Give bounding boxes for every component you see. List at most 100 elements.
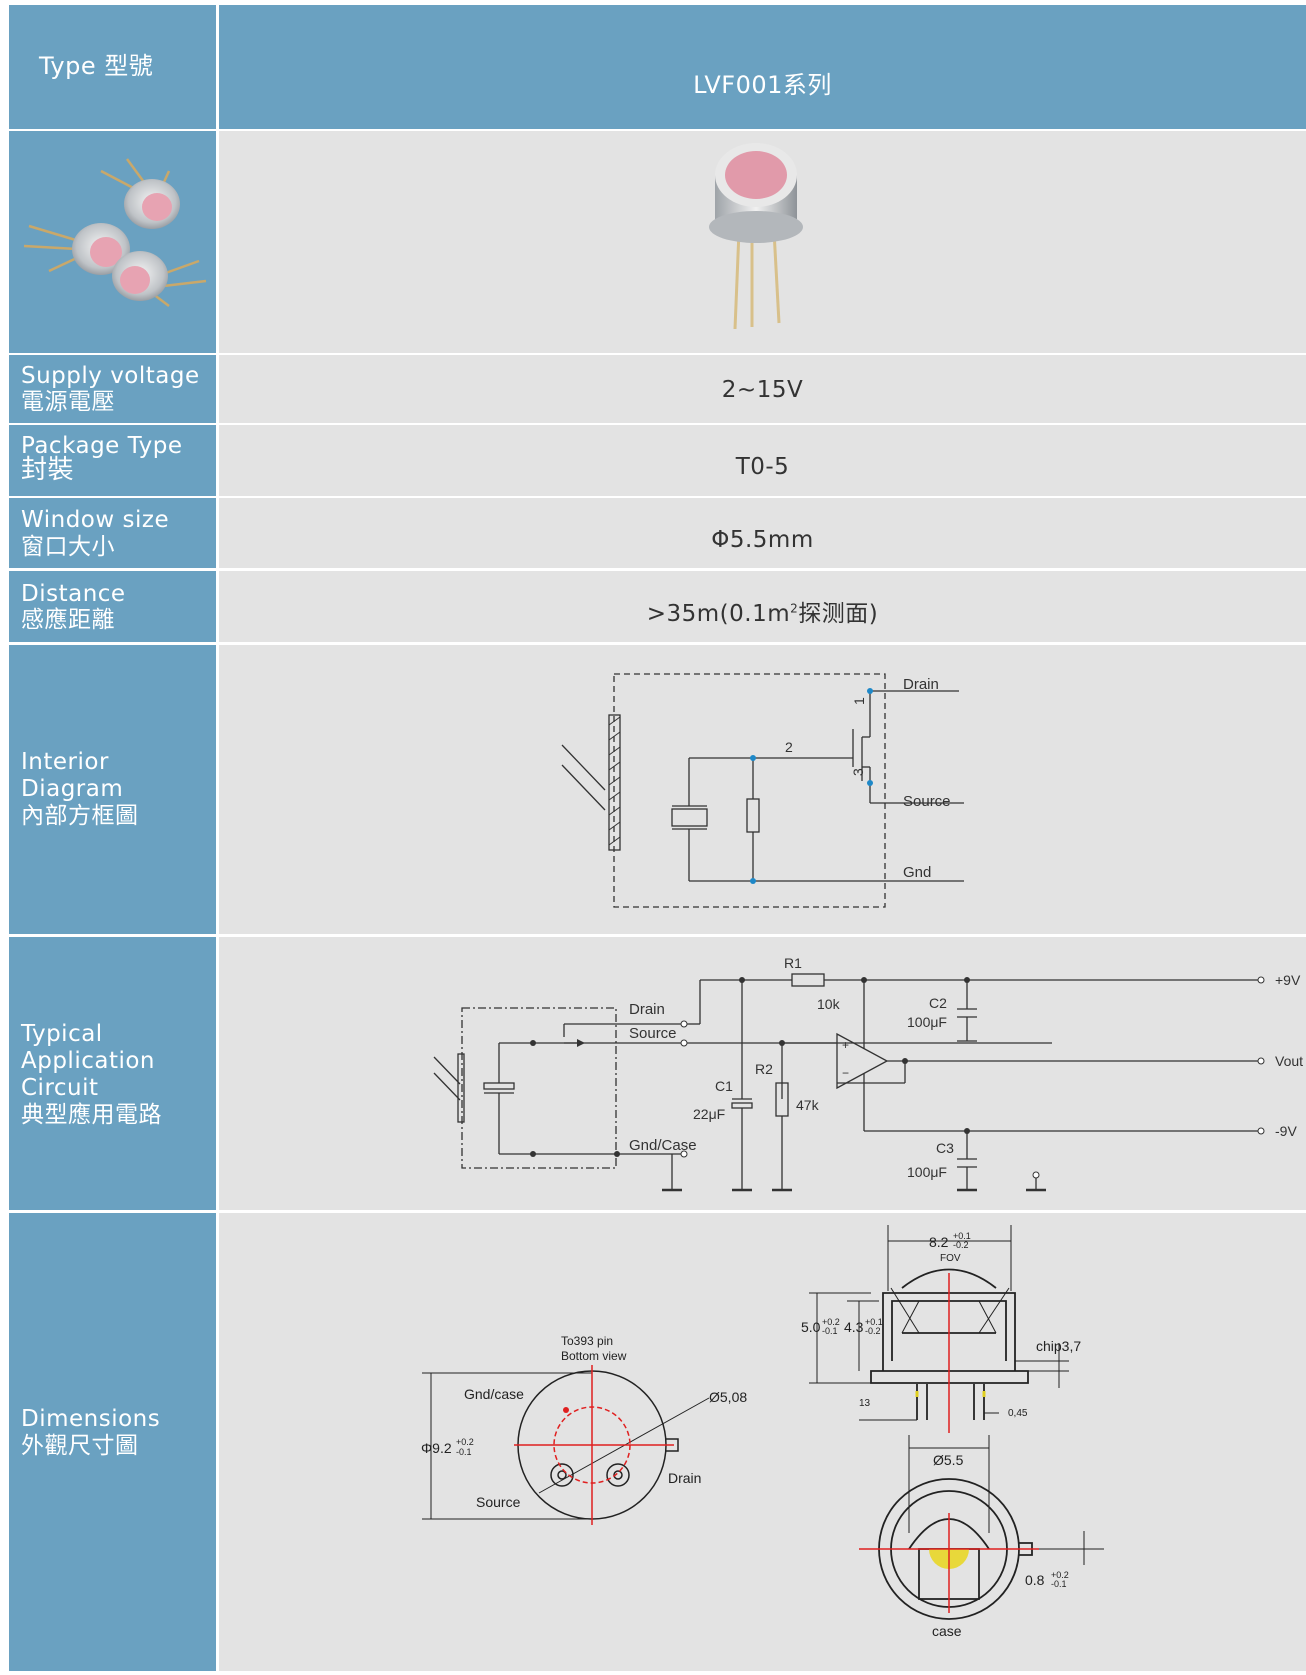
typical-label-en3: Circuit [21,1075,99,1101]
label-d045: 0,45 [1008,1408,1028,1419]
ir-arrow-bottom [561,764,606,811]
label-phi55: Ø5.5 [933,1452,964,1468]
interior-label-cell: Interior Diagram 內部方框圖 [9,645,216,934]
label-gnd: Gnd [903,864,931,881]
label-w82: 8.2 [929,1234,949,1250]
type-label: Type 型號 [39,52,154,80]
label-phi-92-tol-up: +0.2 [456,1437,474,1447]
label-c1: C1 [715,1078,733,1094]
window-label-en: Window size [21,507,170,533]
distance-value-sup: 2 [790,601,799,616]
side-view [809,1225,1069,1421]
app-circuit-cell: R1 10k C2 100μF +9V Drain Source R2 47k … [219,937,1306,1210]
label-w82-tol-up: +0.1 [953,1231,971,1241]
label-r2-value: 47k [796,1097,820,1113]
label-case: case [932,1623,962,1639]
dimensions-label-en: Dimensions [21,1406,161,1432]
interior-diagram-cell: Drain Source Gnd 2 1 3 [219,645,1306,934]
window-value-cell: Φ5.5mm [219,498,1306,568]
label-c3-value: 100μF [907,1164,947,1180]
label-drain: Drain [903,676,939,693]
label-phi-508: Ø5,08 [709,1389,747,1405]
supply-value-cell: 2~15V [219,355,1306,423]
interior-diagram: Drain Source Gnd 2 1 3 [561,673,964,908]
ir-arrow-top [561,744,606,791]
supply-label-zh: 電源電壓 [21,389,115,415]
label-phi-92: Φ9.2 [421,1440,452,1456]
label-r1: R1 [784,955,802,971]
label-c2-value: 100μF [907,1014,947,1030]
label-fov: FOV [940,1253,961,1264]
interior-label-en1: Interior [21,749,109,775]
type-label-cell: Type 型號 [9,5,216,129]
opamp-plus: + [842,1038,849,1052]
pin-title-1: To393 pin [561,1334,613,1348]
dimensions-label-cell: Dimensions 外觀尺寸圖 [9,1213,216,1671]
sensor-box [461,1007,617,1169]
label-l13: 13 [859,1398,871,1409]
label-chip: chip3,7 [1036,1338,1081,1354]
supply-label-cell: Supply voltage 電源電壓 [9,355,216,423]
resistor-r1 [791,973,825,987]
typical-label-en1: Typical [21,1021,103,1047]
label-h50: 5.0 [801,1319,821,1335]
label-phi-92-tol-dn: -0.1 [456,1447,472,1457]
label-plus9v: +9V [1275,972,1301,988]
label-t08-tol-dn: -0.1 [1051,1579,1067,1589]
label-h50-tol-dn: -0.1 [822,1326,838,1336]
package-value: T0-5 [735,454,790,480]
label-w82-tol-dn: -0.2 [953,1240,969,1250]
three-sensors-photo [23,158,207,307]
application-circuit: R1 10k C2 100μF +9V Drain Source R2 47k … [433,955,1303,1192]
distance-label-cell: Distance 感應距離 [9,571,216,642]
label-minus9v: -9V [1275,1123,1297,1139]
label-pin1: 1 [851,697,867,705]
supply-value: 2~15V [721,377,804,403]
label-source: Source [629,1025,677,1042]
label-h43-tol-up: +0.1 [865,1317,883,1327]
label-r1-value: 10k [817,996,841,1012]
label-gnd-case: Gnd/Case [629,1137,697,1154]
top-view [878,1435,1104,1620]
supply-label-en: Supply voltage [21,363,200,389]
dimensions-drawing: To393 pin Bottom view Gnd/case Ø5,08 Φ9.… [421,1225,1104,1639]
resistor [746,798,760,833]
series-cell: LVF001系列 [219,5,1306,129]
opamp [836,1032,889,1090]
label-pin3: 3 [850,768,866,776]
package-label-cell: Package Type 封裝 [9,425,216,496]
window-element [608,714,621,851]
distance-value-main: >35m(0.1m [646,601,791,627]
case-outline [613,673,886,908]
pin-title-2: Bottom view [561,1349,627,1363]
opamp-minus: − [842,1066,849,1080]
dimensions-label-zh: 外觀尺寸圖 [21,1433,139,1459]
label-h50-tol-up: +0.2 [822,1317,840,1327]
label-c2: C2 [929,995,947,1011]
label-c1-value: 22μF [693,1106,725,1122]
label-pin2: 2 [785,739,793,755]
label-drain: Drain [629,1001,665,1018]
series-name: LVF001系列 [693,71,832,99]
distance-value-tail: 探测面) [798,601,879,627]
photo-single-sensor-cell [219,131,1306,353]
label-t08-tol-up: +0.2 [1051,1570,1069,1580]
label-h43-tol-dn: -0.2 [865,1326,881,1336]
typical-label-en2: Application [21,1048,156,1074]
package-label-zh: 封裝 [21,455,75,485]
label-gnd-case: Gnd/case [464,1386,524,1402]
package-label-en: Package Type [21,433,183,459]
interior-label-zh: 內部方框圖 [21,803,139,829]
window-label-zh: 窗口大小 [21,534,115,560]
window-label-cell: Window size 窗口大小 [9,498,216,568]
distance-label-zh: 感應距離 [21,607,115,633]
single-sensor-photo [709,143,803,330]
photo-three-sensors-cell [9,131,216,353]
label-h43: 4.3 [844,1319,864,1335]
dimensions-drawing-cell: To393 pin Bottom view Gnd/case Ø5,08 Φ9.… [219,1213,1306,1671]
label-r2: R2 [755,1061,773,1077]
label-source: Source [903,793,951,810]
package-value-cell: T0-5 [219,425,1306,496]
label-drain: Drain [668,1470,701,1486]
